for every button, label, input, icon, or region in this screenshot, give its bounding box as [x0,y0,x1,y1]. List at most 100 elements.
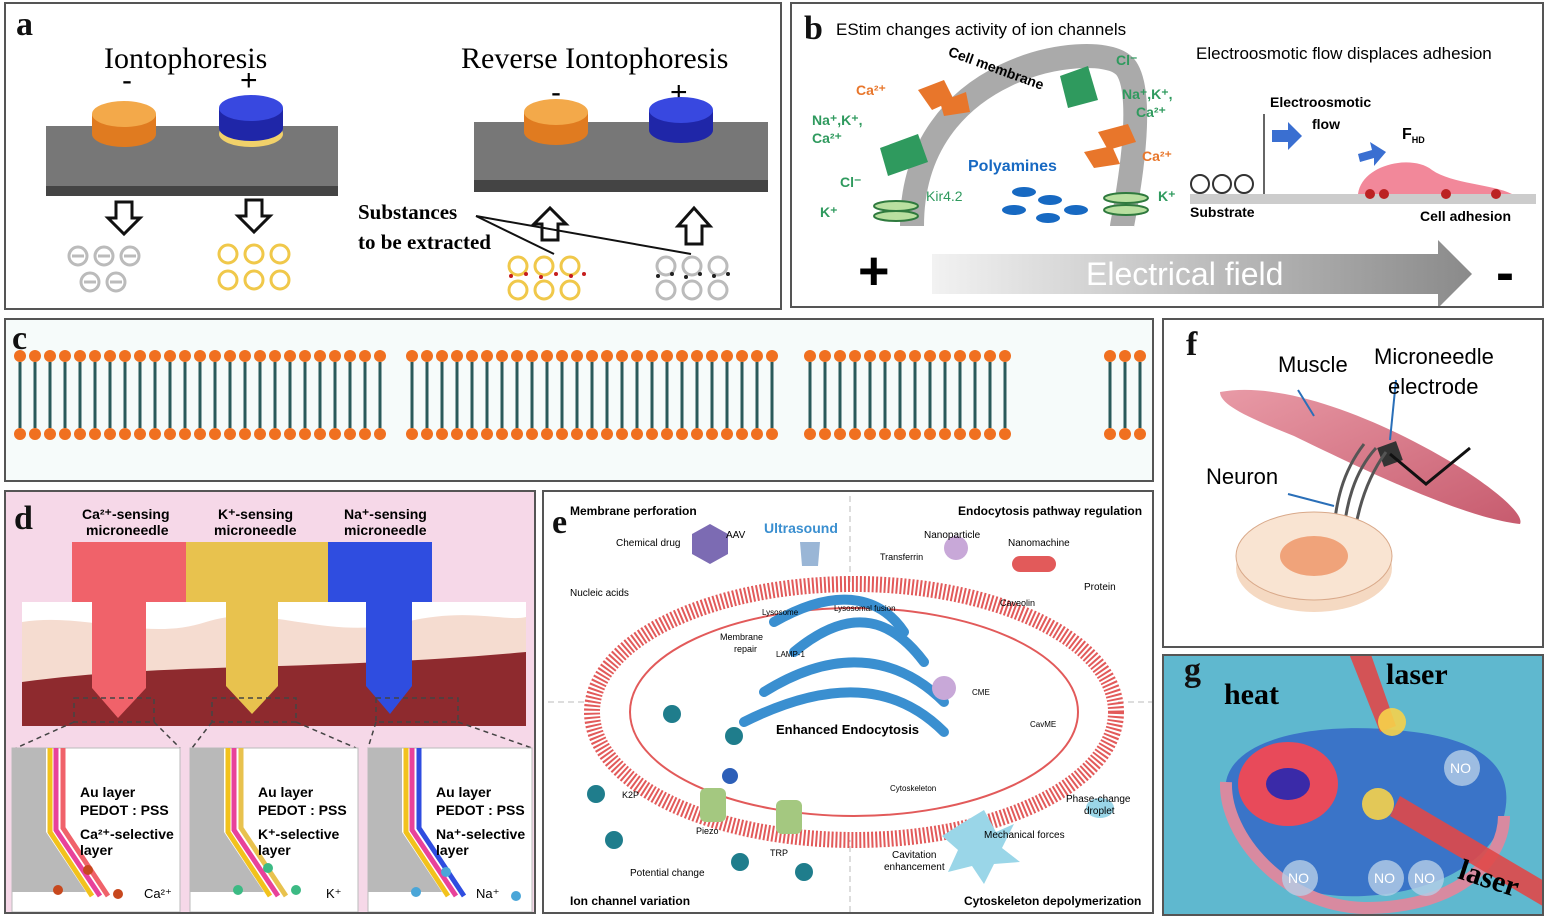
needle-na-title-2: microneedle [344,522,427,538]
plus-sign-left: + [240,64,258,97]
lamp-label: LAMP-1 [776,650,805,659]
ca-right-label: Ca²⁺ [1142,148,1172,164]
inset-na-selective: Na⁺-selective [436,826,526,842]
no-label-2: NO [1288,870,1309,886]
estim-title: EStim changes activity of ion channels [836,20,1127,39]
endocytosis-regulation-label: Endocytosis pathway regulation [958,504,1143,518]
panel-e-label: e [552,504,568,541]
electroosmotic-subtitle: Electroosmotic flow displaces adhesion [1196,44,1492,63]
inset-ca-au: Au layer [80,784,136,800]
cytoskeleton-label: Cytoskeleton [890,784,937,793]
panel-f: f Muscle Microneedle electrode Neuron [1162,318,1544,648]
microneedle-label-2: electrode [1388,374,1479,399]
ultrasound-label: Ultrasound [764,520,838,536]
microneedle-label-1: Microneedle [1374,344,1494,369]
substrate-label: Substrate [1190,204,1255,220]
trp-label: TRP [770,848,788,858]
no-label-1: NO [1450,760,1471,776]
nanoparticle-label: Nanoparticle [924,530,981,541]
field-minus-sign: - [1496,243,1514,303]
na-right-label-2: Ca²⁺ [1136,104,1166,120]
inset-k-au: Au layer [258,784,314,800]
muscle-neuron-illustration [1220,379,1521,612]
cytoskeleton-depolymerization-label: Cytoskeleton depolymerization [964,894,1142,908]
no-label-4: NO [1414,870,1435,886]
cavitation-label-2: enhancement [884,862,945,873]
inset-na-au: Au layer [436,784,492,800]
caveolin-label: Caveolin [1000,598,1036,608]
no-label-3: NO [1374,870,1395,886]
panel-c-label: c [12,320,28,357]
minus-sign-right: - [551,76,561,109]
fhd-label: FHD [1402,126,1425,146]
lysosome-label: Lysosome [762,608,799,617]
enhanced-endocytosis-label: Enhanced Endocytosis [776,722,920,737]
cell-adhesion-label: Cell adhesion [1420,208,1512,224]
cme-label: CME [972,688,990,697]
inset-na-layer: layer [436,842,469,858]
field-plus-sign: + [858,241,890,301]
minus-sign-left: - [122,64,132,97]
needle-na-title-1: Na⁺-sensing [344,506,427,522]
ca-left-label: Ca²⁺ [856,82,886,98]
needle-k-title-2: microneedle [214,522,297,538]
needle-k-title-1: K⁺-sensing [218,506,294,522]
transferrin-label: Transferrin [880,552,924,562]
panel-e: e Membrane perforation Endocytosis pathw… [542,490,1154,914]
photothermal-cell-illustration [1219,656,1542,914]
phase-change-label-1: Phase-change [1066,794,1131,805]
inset-na-pedot: PEDOT : PSS [436,802,525,818]
lysosomal-fusion-label: Lysosomal fusion [834,604,896,613]
reverse-iontophoresis-title: Reverse Iontophoresis [461,42,729,75]
inset-k-pedot: PEDOT : PSS [258,802,347,818]
cl-right-label: Cl⁻ [1116,52,1138,68]
substances-label-2: to be extracted [358,230,491,254]
panel-a: a Iontophoresis Reverse Iontophoresis - … [4,2,782,310]
na-left-label-2: Ca²⁺ [812,130,842,146]
inset-k-layer: layer [258,842,291,858]
k-left-label: K⁺ [820,204,838,220]
heat-label: heat [1224,678,1279,711]
panel-d-label: d [14,500,33,537]
mechanical-forces-label: Mechanical forces [984,830,1065,841]
potential-change-label: Potential change [630,868,705,879]
cavitation-label-1: Cavitation [892,850,937,861]
panel-a-label: a [16,6,33,43]
cl-left-label: Cl⁻ [840,174,862,190]
inset-ca-selective: Ca²⁺-selective [80,826,174,842]
panel-f-label: f [1186,326,1198,363]
panel-g-label: g [1184,654,1201,689]
kir-label: Kir4.2 [926,188,963,204]
cavme-label: CavME [1030,720,1057,729]
na-left-label: Na⁺,K⁺, [812,112,863,128]
panel-d: d Ca²⁺-sensing microneedle K⁺-sensing mi… [4,490,536,914]
piezo-label: Piezo [696,826,719,836]
membrane-perforation-label: Membrane perforation [570,504,697,518]
lipid-bilayer-illustration [14,350,1146,440]
panel-g: g heat laser laser NO NO NO NO [1162,654,1544,916]
chemical-drug-label: Chemical drug [616,538,681,549]
k2p-label: K2P [622,790,640,800]
eo-flow-label-1: Electroosmotic [1270,94,1372,110]
electrical-field-label: Electrical field [1086,256,1284,292]
needle-ca-title-2: microneedle [86,522,169,538]
nucleic-acids-label: Nucleic acids [570,588,629,599]
inset-k-selective: K⁺-selective [258,826,340,842]
inset-k-ion: K⁺ [326,886,342,901]
estim-illustration [873,44,1536,306]
panel-b-label: b [804,10,823,47]
panel-c: c [4,318,1154,482]
aav-label: AAV [726,530,746,541]
eo-flow-label-2: flow [1312,116,1340,132]
inset-ca-pedot: PEDOT : PSS [80,802,169,818]
microneedle-illustration [11,542,533,912]
neuron-label: Neuron [1206,464,1279,489]
nanomachine-label: Nanomachine [1008,538,1070,549]
endocytosis-illustration [548,496,1152,912]
ion-channel-variation-label: Ion channel variation [570,894,691,908]
phase-change-label-2: droplet [1084,806,1115,817]
substances-label-1: Substances [358,200,458,224]
protein-label: Protein [1084,582,1116,593]
needle-ca-title-1: Ca²⁺-sensing [82,506,170,522]
membrane-repair-label-2: repair [734,644,758,654]
